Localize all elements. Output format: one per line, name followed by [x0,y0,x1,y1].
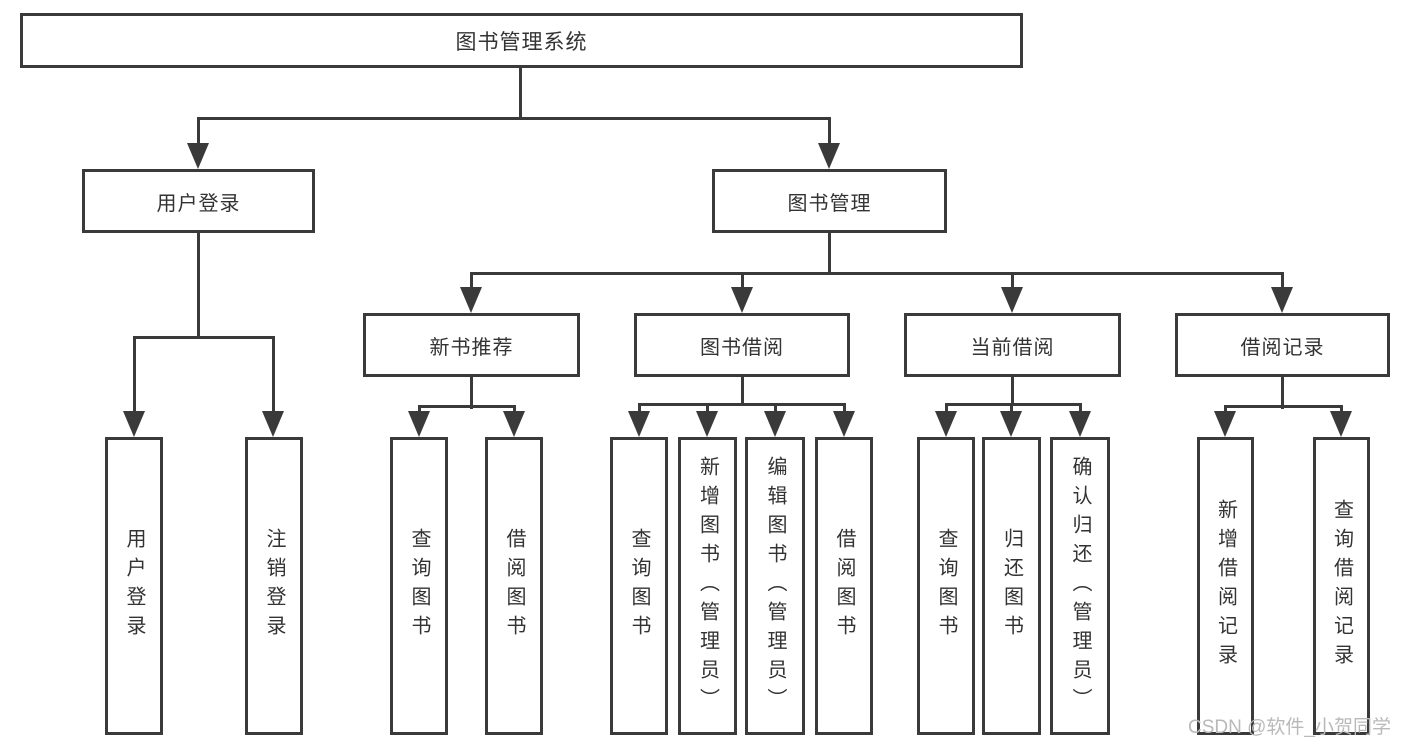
leaf-query-books-current: 查询图书 [917,437,975,735]
leaf-borrow-books-recommend: 借阅图书 [485,437,543,735]
node-book-borrowing-label: 图书借阅 [700,336,784,359]
connector-line [519,68,522,119]
leaf-borrow-books: 借阅图书 [815,437,873,735]
leaf-user-login: 用户登录 [105,437,163,735]
connector-line [197,117,200,147]
connector-line [945,403,1082,406]
leaf-add-books-admin: 新增图书（管理员） [678,437,737,735]
node-book-management-label: 图书管理 [787,192,872,215]
node-root-label: 图书管理系统 [455,30,588,54]
leaf-query-books-current-label: 查询图书 [935,528,957,644]
arrowhead-icon [696,411,718,437]
arrowhead-icon [1069,411,1091,437]
leaf-edit-books-admin-label: 编辑图书（管理员） [764,455,786,717]
arrowhead-icon [1214,411,1236,437]
connector-line [638,403,641,415]
connector-line [1224,405,1343,408]
watermark: CSDN @软件_小贺同学 [1188,717,1391,738]
connector-line [1281,377,1284,409]
arrowhead-icon [833,411,855,437]
arrowhead-icon [731,287,753,313]
connector-line [638,403,846,406]
connector-line [741,377,744,405]
connector-line [197,117,831,120]
node-user-login-label: 用户登录 [156,192,241,215]
leaf-logout-label: 注销登录 [263,528,285,644]
connector-line [1224,405,1227,415]
leaf-query-books-recommend-label: 查询图书 [408,528,430,644]
arrowhead-icon [408,411,430,437]
arrowhead-icon [935,411,957,437]
arrowhead-icon [262,411,284,437]
node-borrowing-records: 借阅记录 [1175,313,1390,377]
connector-line [470,377,473,409]
connector-line [470,272,473,292]
leaf-query-books-borrow: 查询图书 [610,437,668,735]
connector-line [828,117,831,147]
leaf-query-borrow-record-label: 查询借阅记录 [1330,499,1353,673]
node-current-borrowing: 当前借阅 [904,313,1121,377]
arrowhead-icon [187,143,209,169]
connector-line [1281,272,1284,292]
connector-line [197,233,200,338]
node-book-borrowing: 图书借阅 [634,313,850,377]
arrowhead-icon [503,411,525,437]
arrowhead-icon [1330,411,1352,437]
leaf-confirm-return-admin: 确认归还（管理员） [1050,437,1110,735]
arrowhead-icon [818,143,840,169]
leaf-query-books-recommend: 查询图书 [390,437,448,735]
leaf-add-borrow-record-label: 新增借阅记录 [1214,499,1237,673]
connector-line [513,405,516,415]
leaf-add-borrow-record: 新增借阅记录 [1197,437,1254,735]
connector-line [418,405,516,408]
connector-line [945,403,948,415]
leaf-query-books-borrow-label: 查询图书 [628,528,650,644]
arrowhead-icon [628,411,650,437]
leaf-user-login-label: 用户登录 [123,528,145,644]
arrowhead-icon [123,411,145,437]
connector-line [1079,403,1082,415]
connector-line [418,405,421,415]
leaf-add-books-admin-label: 新增图书（管理员） [696,455,719,717]
leaf-logout: 注销登录 [245,437,303,735]
arrowhead-icon [1000,411,1022,437]
node-user-login: 用户登录 [82,169,315,233]
connector-line [133,336,136,414]
connector-line [774,403,777,415]
node-new-book-recommendation-label: 新书推荐 [429,336,514,359]
connector-line [133,336,275,339]
node-current-borrowing-label: 当前借阅 [970,336,1055,359]
connector-line [706,403,709,415]
leaf-borrow-books-recommend-label: 借阅图书 [503,528,525,644]
connector-line [1011,272,1014,292]
connector-line [470,272,1284,275]
node-borrowing-records-label: 借阅记录 [1240,336,1325,359]
leaf-query-borrow-record: 查询借阅记录 [1313,437,1370,735]
node-root: 图书管理系统 [20,13,1023,68]
leaf-edit-books-admin: 编辑图书（管理员） [745,437,805,735]
connector-line [1340,405,1343,415]
connector-line [1010,403,1013,415]
leaf-return-books: 归还图书 [982,437,1041,735]
arrowhead-icon [460,287,482,313]
connector-line [1011,377,1014,405]
leaf-borrow-books-label: 借阅图书 [833,528,855,644]
connector-line [741,272,744,292]
leaf-return-books-label: 归还图书 [1000,528,1023,644]
node-new-book-recommendation: 新书推荐 [363,313,580,377]
leaf-confirm-return-admin-label: 确认归还（管理员） [1069,455,1091,717]
connector-line [272,336,275,414]
connector-line [843,403,846,415]
connector-line [828,233,831,274]
arrowhead-icon [1001,287,1023,313]
arrowhead-icon [1271,287,1293,313]
arrowhead-icon [764,411,786,437]
node-book-management: 图书管理 [712,169,947,233]
